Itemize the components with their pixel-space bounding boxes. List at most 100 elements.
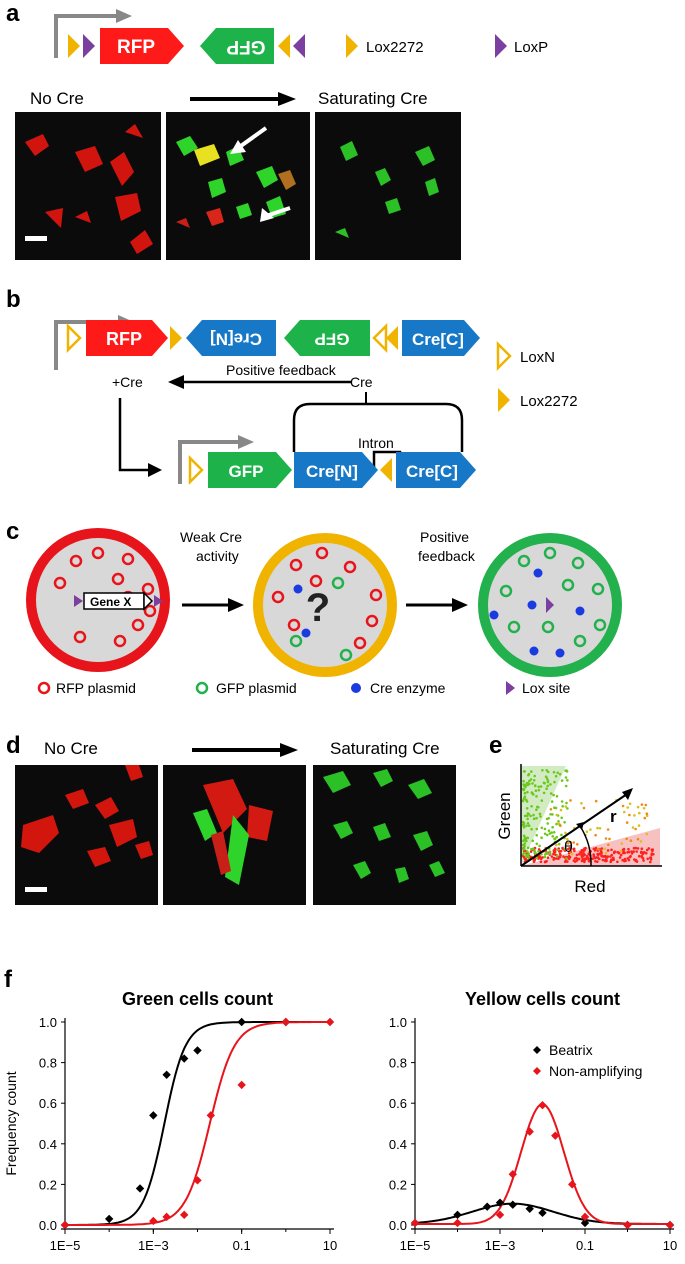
e-red-point <box>596 856 600 860</box>
e-yellow-point <box>594 799 598 803</box>
cre-enzyme-legend-icon <box>351 683 361 693</box>
e-yellow-point <box>643 816 647 820</box>
e-green-point <box>532 817 536 821</box>
e-red-point <box>572 859 576 862</box>
e-yellow-point <box>631 826 635 829</box>
data-point <box>135 1184 145 1193</box>
feedback-label: feedback <box>418 548 476 564</box>
e-yellow-point <box>639 840 643 843</box>
e-red-point <box>594 860 597 863</box>
e-green-point <box>541 769 544 772</box>
e-green-point <box>556 771 559 775</box>
data-point <box>483 1202 492 1211</box>
x-axis-label: Cre:Reporter ratio <box>141 1262 253 1264</box>
e-green-point <box>538 844 541 848</box>
e-red-point <box>640 851 643 854</box>
y-tick-label: 0.4 <box>389 1137 407 1152</box>
e-yellow-point <box>559 824 562 827</box>
e-green-point <box>565 801 568 805</box>
e-red-point <box>541 856 544 859</box>
e-yellow-point <box>636 837 640 841</box>
recombination-arrow <box>118 398 150 472</box>
data-point <box>665 1220 675 1230</box>
e-green-point <box>527 852 530 855</box>
e-red-point <box>544 860 547 864</box>
e-red-point <box>586 856 589 859</box>
e-green-point <box>521 843 525 847</box>
e-red-point <box>636 847 640 850</box>
legend-label: Beatrix <box>549 1042 593 1058</box>
e-green-point <box>552 831 556 834</box>
cre-c-label: Cre[C] <box>406 462 458 481</box>
panel-d-saturating-cre-label: Saturating Cre <box>330 739 440 758</box>
e-yellow-point <box>559 808 563 812</box>
chart-title: Yellow cells count <box>465 989 620 1009</box>
e-green-point <box>543 855 547 859</box>
e-red-point <box>601 858 605 862</box>
e-green-point <box>530 805 533 808</box>
e-yellow-point <box>571 852 574 856</box>
promoter-arrowhead-icon <box>116 9 132 23</box>
e-green-point <box>545 817 549 821</box>
loxp-site-icon <box>293 34 305 58</box>
e-green-point <box>522 788 525 792</box>
e-green-point <box>543 832 547 836</box>
e-yellow-point <box>625 821 629 824</box>
e-green-point <box>522 779 525 783</box>
e-red-point <box>627 847 630 851</box>
e-yellow-point <box>597 847 600 851</box>
e-green-point <box>535 856 539 860</box>
gfp-label: GFP <box>229 462 264 481</box>
e-green-point <box>521 853 525 856</box>
cre-c-block <box>402 320 480 356</box>
rfp-label: RFP <box>117 37 155 58</box>
e-red-point <box>626 857 629 860</box>
e-yellow-point <box>557 821 560 825</box>
e-red-point <box>552 858 555 861</box>
e-red-point <box>642 859 645 862</box>
data-point <box>162 1212 171 1222</box>
e-red-point <box>628 855 632 859</box>
e-red-point <box>550 855 554 858</box>
e-green-point <box>544 775 548 778</box>
e-yellow-point <box>626 806 629 809</box>
e-green-point <box>555 822 558 826</box>
e-red-point <box>573 849 576 853</box>
legend-marker <box>533 1046 541 1054</box>
lox2272-legend-icon <box>498 388 510 412</box>
e-yellow-point <box>607 843 610 847</box>
e-green-point <box>551 835 554 838</box>
e-yellow-point <box>566 838 569 841</box>
panel-a-saturating-cre-label: Saturating Cre <box>318 89 428 108</box>
data-point <box>60 1220 70 1230</box>
e-green-point <box>557 842 561 846</box>
x-tick-label: 0.1 <box>576 1238 594 1253</box>
e-green-point <box>524 855 528 858</box>
promoter-arrowhead-icon <box>238 435 254 449</box>
y-tick-label: 0.6 <box>389 1096 407 1111</box>
e-green-point <box>560 816 563 820</box>
e-yellow-point <box>642 807 646 810</box>
e-green-point <box>531 839 534 843</box>
e-x-axis-label: Red <box>574 877 605 896</box>
panel-b-diagram: RFP Cre[N] GFP Cre[C] LoxN Lox2272 Posit… <box>54 315 578 488</box>
e-red-point <box>553 847 557 850</box>
y-tick-label: 0.2 <box>39 1177 57 1192</box>
y-axis-label: Frequency count <box>3 1071 19 1175</box>
e-green-point <box>564 784 568 788</box>
panel-label-a: a <box>6 0 20 27</box>
e-green-point <box>546 770 550 774</box>
e-yellow-point <box>621 804 625 808</box>
e-green-point <box>560 800 564 803</box>
loxp-legend-label: LoxP <box>514 39 548 56</box>
intron-label: Intron <box>358 435 394 451</box>
lox2272-site-icon <box>386 326 398 350</box>
cre-label: Cre <box>350 374 373 390</box>
e-green-point <box>532 779 536 782</box>
e-green-point <box>549 792 553 795</box>
e-green-point <box>539 815 542 818</box>
e-green-point <box>526 812 530 815</box>
e-red-point <box>577 857 581 861</box>
x-tick-label: 1E−3 <box>485 1238 516 1253</box>
